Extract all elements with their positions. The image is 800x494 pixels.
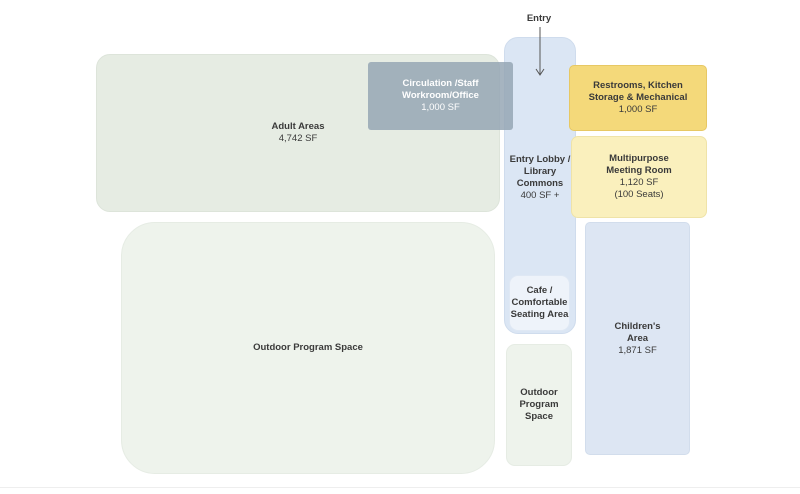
adult-areas-sf: 4,742 SF bbox=[278, 133, 318, 144]
multipurpose-seats: (100 Seats) bbox=[614, 189, 664, 200]
cafe-seating-block: Cafe / Comfortable Seating Area bbox=[509, 275, 570, 331]
arrow-down-icon bbox=[535, 27, 545, 76]
outdoor-small-label-line-2: Program bbox=[519, 399, 559, 410]
multipurpose-sf: 1,120 SF bbox=[619, 177, 659, 188]
restrooms-label-line-2: Storage & Mechanical bbox=[588, 92, 688, 103]
restrooms-label-line-1: Restrooms, Kitchen bbox=[593, 80, 683, 91]
circulation-label-line-1: Circulation /Staff bbox=[402, 78, 479, 89]
entry-lobby-label-line-2: Library bbox=[523, 166, 557, 177]
outdoor-small-label-line-1: Outdoor bbox=[520, 387, 558, 398]
circulation-staff-block: Circulation /Staff Workroom/Office 1,000… bbox=[368, 62, 513, 130]
entry-label: Entry bbox=[526, 13, 552, 24]
cafe-label-line-1: Cafe / bbox=[526, 285, 553, 296]
childrens-sf: 1,871 SF bbox=[618, 344, 657, 356]
restrooms-sf: 1,000 SF bbox=[618, 104, 658, 115]
entry-lobby-label-line-1: Entry Lobby / bbox=[509, 154, 571, 165]
restrooms-kitchen-block: Restrooms, Kitchen Storage & Mechanical … bbox=[569, 65, 707, 131]
outdoor-program-space-large-block: Outdoor Program Space bbox=[121, 222, 495, 474]
adult-areas-label: Adult Areas bbox=[271, 121, 325, 132]
circulation-label-line-2: Workroom/Office bbox=[402, 90, 479, 101]
entry-lobby-sf: 400 SF + bbox=[520, 190, 560, 201]
outdoor-program-space-small-block: Outdoor Program Space bbox=[506, 344, 572, 466]
multipurpose-label-line-1: Multipurpose bbox=[609, 153, 669, 164]
multipurpose-label-line-2: Meeting Room bbox=[606, 165, 672, 176]
childrens-label-line-1: Children's bbox=[614, 320, 661, 332]
multipurpose-room-block: Multipurpose Meeting Room 1,120 SF (100 … bbox=[571, 136, 707, 218]
outdoor-program-space-large-label: Outdoor Program Space bbox=[253, 342, 363, 353]
outdoor-small-label-line-3: Space bbox=[525, 411, 553, 422]
childrens-label-line-2: Area bbox=[626, 332, 649, 344]
circulation-sf: 1,000 SF bbox=[421, 102, 460, 113]
childrens-area-block: Children's Area 1,871 SF bbox=[585, 222, 690, 455]
footer-divider bbox=[0, 487, 800, 488]
cafe-label-line-3: Seating Area bbox=[510, 309, 569, 320]
cafe-label-line-2: Comfortable bbox=[511, 297, 568, 308]
entry-lobby-label-line-3: Commons bbox=[516, 178, 564, 189]
